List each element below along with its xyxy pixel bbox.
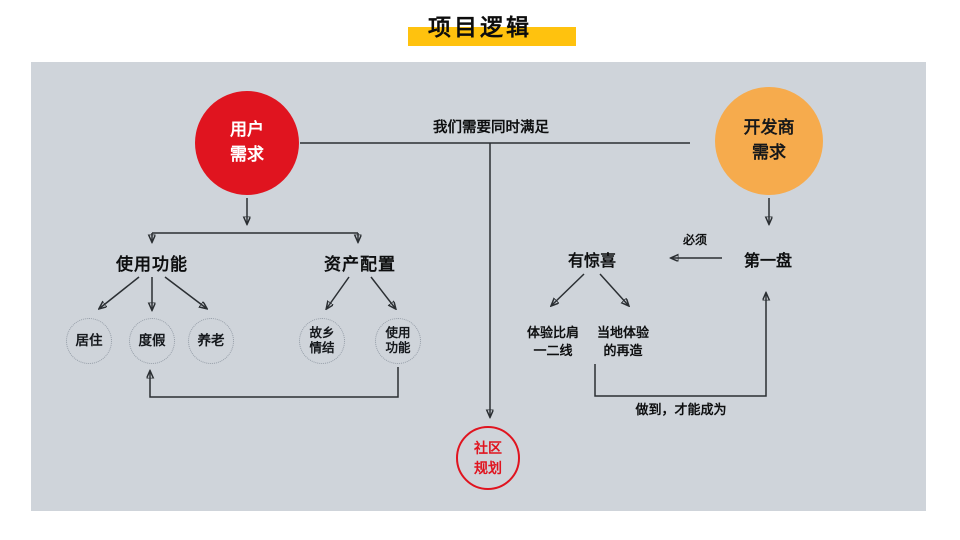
- node-living-label: 居住: [75, 332, 103, 348]
- node-developer-needs-line2: 需求: [752, 143, 786, 162]
- label-must: 必须: [682, 233, 708, 247]
- node-vacation: 度假: [129, 318, 175, 364]
- node-retirement: 养老: [188, 318, 234, 364]
- node-hometown-line2: 情结: [309, 341, 335, 355]
- node-user-needs-line2: 需求: [230, 145, 264, 164]
- arrow-surprise-to-exp-tier: [552, 273, 585, 305]
- node-community-planning: 社区 规划: [456, 426, 520, 490]
- label-local-experience-line2: 的再造: [603, 342, 643, 358]
- node-hometown-line1: 故乡: [309, 326, 335, 340]
- label-experience-tier-line2: 一二线: [533, 342, 573, 358]
- node-usage-function-small: 使用 功能: [375, 318, 421, 364]
- label-local-experience: 当地体验 的再造: [597, 324, 649, 359]
- arrow-asset-to-usage-small: [370, 276, 395, 308]
- title-wrap: 项目逻辑: [0, 8, 960, 46]
- node-living: 居住: [66, 318, 112, 364]
- label-asset-allocation: 资产配置: [324, 255, 396, 274]
- node-user-needs: 用户 需求: [195, 91, 299, 195]
- label-experience-tier-line1: 体验比肩: [526, 325, 580, 340]
- label-usage-function: 使用功能: [116, 255, 188, 274]
- node-developer-needs: 开发商 需求: [715, 87, 823, 195]
- page-title: 项目逻辑: [408, 8, 576, 46]
- arrow-asset-to-hometown: [327, 276, 350, 308]
- arrow-feedback-to-first: [594, 294, 766, 397]
- label-experience-tier: 体验比肩 一二线: [527, 324, 579, 359]
- node-user-needs-line1: 用户: [230, 120, 264, 140]
- label-achieve-become: 做到，才能成为: [635, 402, 727, 417]
- node-hometown-bond: 故乡 情结: [299, 318, 345, 364]
- node-vacation-label: 度假: [138, 332, 166, 348]
- label-need-both: 我们需要同时满足: [433, 120, 549, 136]
- arrow-usage-to-retirement: [164, 276, 206, 308]
- arrow-feedback-usage-small-to-vacation: [150, 367, 399, 398]
- node-developer-needs-line1: 开发商: [743, 118, 795, 138]
- label-first-project: 第一盘: [743, 253, 793, 270]
- label-surprise: 有惊喜: [567, 253, 617, 270]
- node-community-line1: 社区: [474, 439, 502, 456]
- node-community-line2: 规划: [474, 460, 502, 476]
- page-title-text: 项目逻辑: [428, 14, 532, 40]
- arrow-surprise-to-local-exp: [599, 273, 628, 305]
- label-local-experience-line1: 当地体验: [596, 325, 650, 340]
- arrow-usage-to-living: [100, 276, 140, 308]
- title-highlight-bar: [408, 27, 576, 46]
- node-retirement-label: 养老: [197, 332, 225, 348]
- node-usage-small-line2: 功能: [385, 341, 411, 355]
- node-usage-small-line1: 使用: [385, 326, 411, 340]
